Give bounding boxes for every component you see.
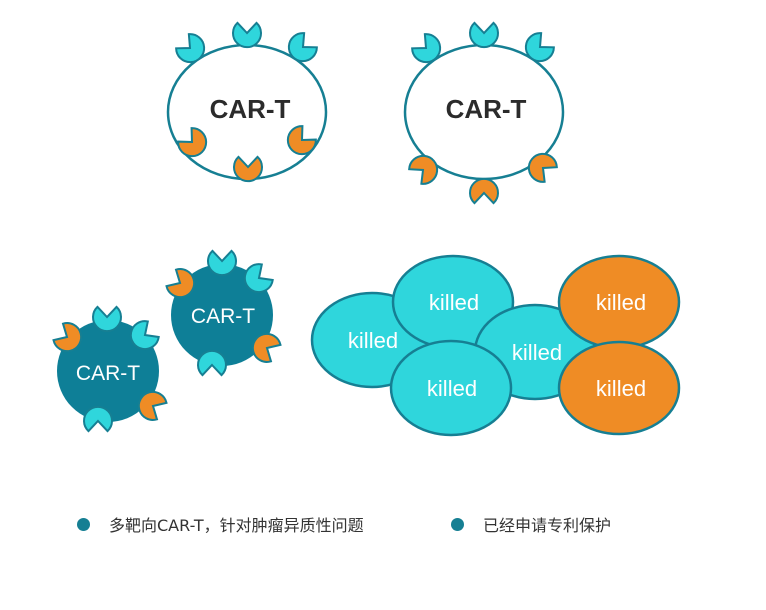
killed-label: killed xyxy=(596,290,646,315)
car-t-label: CAR-T xyxy=(210,94,291,124)
car-t-cell-bottom-mid: CAR-T xyxy=(163,249,284,377)
killed-cell: killed xyxy=(557,254,681,350)
bullet-dot-icon xyxy=(451,517,464,531)
legend-text: 已经申请专利保护 xyxy=(483,516,612,535)
killed-label: killed xyxy=(348,328,398,353)
car-t-cell-top-left: CAR-T xyxy=(166,21,328,183)
receptor-icon xyxy=(469,177,499,205)
legend-item-multi-target: 多靶向CAR-T，针对肿瘤异质性问题 xyxy=(77,512,364,536)
legend-item-patent: 已经申请专利保护 xyxy=(451,512,611,536)
bullet-dot-icon xyxy=(77,517,90,531)
car-t-label: CAR-T xyxy=(76,362,140,385)
car-t-cell-bottom-left: CAR-T xyxy=(50,305,170,433)
legend-text: 多靶向CAR-T，针对肿瘤异质性问题 xyxy=(109,516,364,535)
receptor-icon xyxy=(197,349,227,377)
receptor-icon xyxy=(232,21,262,49)
car-t-cell-top-right: CAR-T xyxy=(403,21,565,205)
killed-label: killed xyxy=(429,290,479,315)
receptor-icon xyxy=(92,305,122,333)
receptor-icon xyxy=(207,249,237,277)
killed-cell: killed xyxy=(391,254,515,350)
killed-label: killed xyxy=(427,376,477,401)
killed-label: killed xyxy=(512,340,562,365)
killed-cell: killed xyxy=(557,340,681,436)
receptor-icon xyxy=(469,21,499,49)
receptor-icon xyxy=(83,405,113,433)
car-t-label: CAR-T xyxy=(191,305,255,328)
killed-cell-cluster: killed killed killed killed killed kille… xyxy=(310,254,681,437)
killed-cell: killed xyxy=(389,339,513,437)
car-t-label: CAR-T xyxy=(446,94,527,124)
killed-label: killed xyxy=(596,376,646,401)
